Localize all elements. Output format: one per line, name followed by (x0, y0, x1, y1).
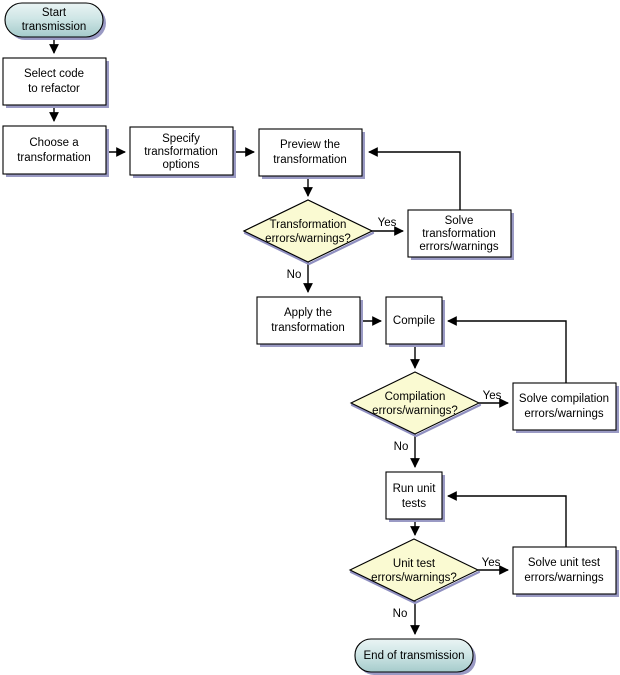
solve-unit-test-label-line2: errors/warnings (524, 572, 603, 584)
decision-unit-test-shadow (349, 570, 481, 605)
end-shape (354, 638, 474, 673)
compile-shape (385, 296, 443, 345)
specify-options-label-line2: transformation (144, 146, 218, 158)
node-decision-unit-test[interactable]: Unit test errors/warnings? (348, 538, 481, 605)
decision-compilation-shadow (350, 403, 482, 438)
solve-compilation-label-line2: errors/warnings (524, 408, 603, 420)
decision-compilation-label-line2: errors/warnings? (372, 405, 458, 417)
start-label-line1: Start (42, 7, 67, 19)
preview-shape (258, 128, 363, 177)
run-unit-tests-label-line1: Run unit (393, 483, 437, 495)
node-solve-unit-test[interactable]: Solve unit test errors/warnings (512, 546, 619, 597)
apply-label-line2: transformation (271, 322, 345, 334)
connectors (49, 38, 567, 635)
decision-transformation-shape-top (242, 199, 374, 263)
node-end[interactable]: End of transmission (354, 638, 476, 675)
preview-label-line2: transformation (273, 154, 347, 166)
start-shape (4, 2, 104, 38)
select-code-shape (2, 57, 107, 106)
node-start[interactable]: Start transmission (4, 2, 106, 40)
node-solve-compilation[interactable]: Solve compilation errors/warnings (512, 382, 619, 433)
node-apply[interactable]: Apply the transformation (256, 296, 363, 347)
run-unit-tests-label-line2: tests (402, 498, 427, 510)
edge-labels: Yes No Yes No Yes No (287, 217, 502, 620)
apply-label-line1: Apply the (284, 307, 332, 319)
node-compile[interactable]: Compile (385, 296, 445, 347)
edge-label-compilation-no: No (394, 441, 409, 453)
node-choose-transformation[interactable]: Choose a transformation (2, 125, 109, 177)
compile-label: Compile (393, 315, 435, 327)
solve-compilation-shape (512, 382, 617, 431)
specify-options-shape (129, 126, 234, 176)
edge-label-unit-test-no: No (393, 608, 408, 620)
node-solve-transformation[interactable]: Solve transformation errors/warnings (407, 209, 514, 260)
apply-shape (256, 296, 361, 345)
select-code-label-line2: to refactor (28, 83, 80, 95)
specify-options-label-line1: Specify (162, 133, 200, 145)
decision-compilation-label-line1: Compilation (385, 391, 446, 403)
end-label: End of transmission (364, 650, 465, 662)
decision-unit-test-label-line1: Unit test (393, 558, 436, 570)
edge-solve-transformation-to-preview (368, 147, 461, 210)
solve-transformation-label-line1: Solve (445, 215, 474, 227)
decision-transformation-label-line1: Transformation (270, 219, 347, 231)
specify-options-label-line3: options (162, 159, 199, 171)
decision-unit-test-label-line2: errors/warnings? (371, 572, 457, 584)
node-decision-transformation[interactable]: Transformation errors/warnings? (242, 199, 375, 266)
choose-transformation-shape (2, 125, 107, 175)
solve-unit-test-shape (512, 546, 617, 595)
choose-transformation-label-line1: Choose a (29, 137, 79, 149)
node-specify-options[interactable]: Specify transformation options (129, 126, 236, 178)
decision-unit-test-shape (348, 538, 480, 602)
solve-transformation-label-line2: transformation (422, 228, 496, 240)
solve-transformation-label-line3: errors/warnings (419, 241, 498, 253)
decision-compilation-shape (349, 371, 481, 435)
solve-transformation-shape (407, 209, 512, 258)
solve-unit-test-label-line1: Solve unit test (528, 557, 601, 569)
start-label-line2: transmission (22, 21, 87, 33)
decision-transformation-label-line2: errors/warnings? (265, 233, 351, 245)
node-decision-compilation[interactable]: Compilation errors/warnings? (349, 371, 482, 438)
node-run-unit-tests[interactable]: Run unit tests (385, 471, 445, 522)
edge-label-transformation-yes: Yes (378, 217, 397, 229)
select-code-label-line1: Select code (24, 68, 84, 80)
preview-label-line1: Preview the (280, 139, 340, 151)
node-select-code[interactable]: Select code to refactor (2, 57, 109, 108)
choose-transformation-label-line2: transformation (17, 152, 91, 164)
run-unit-tests-shape (385, 471, 443, 520)
node-preview[interactable]: Preview the transformation (258, 128, 365, 179)
edge-label-transformation-no: No (287, 269, 302, 281)
edge-solve-unit-test-to-run (447, 491, 567, 547)
decision-transformation-shadow (243, 231, 375, 266)
edge-label-compilation-yes: Yes (483, 390, 502, 402)
edge-solve-compilation-to-compile (447, 316, 567, 383)
solve-compilation-label-line1: Solve compilation (519, 393, 609, 405)
edge-label-unit-test-yes: Yes (482, 557, 501, 569)
